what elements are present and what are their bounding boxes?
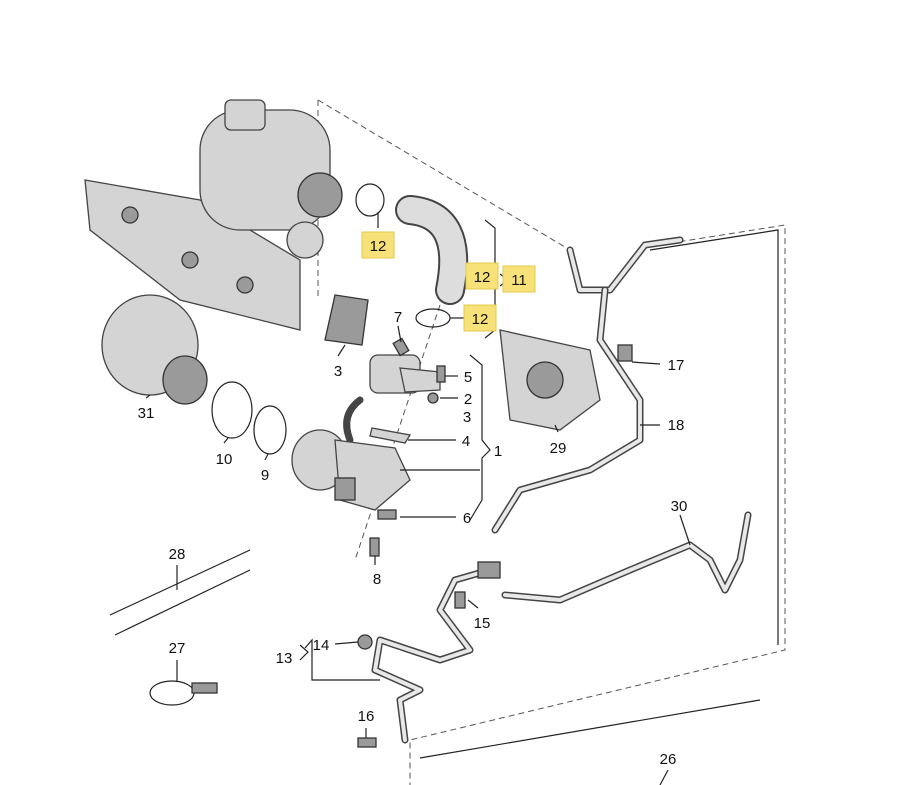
label-9[interactable]: 9 xyxy=(261,467,269,484)
label-11-highlight xyxy=(502,265,536,293)
label-17[interactable]: 17 xyxy=(668,357,685,374)
label-12[interactable]: 12 xyxy=(474,269,491,286)
part-3-filter xyxy=(324,294,369,346)
part-17-clip xyxy=(617,344,633,362)
label-15[interactable]: 15 xyxy=(474,615,491,632)
label-16[interactable]: 16 xyxy=(358,708,375,725)
part-28-cable-ties xyxy=(109,549,251,636)
label-18[interactable]: 18 xyxy=(668,417,685,434)
label-30[interactable]: 30 xyxy=(671,498,688,515)
label-12-highlight xyxy=(361,231,395,259)
label-28[interactable]: 28 xyxy=(169,546,186,563)
label-12-highlight xyxy=(465,262,499,290)
label-3[interactable]: 3 xyxy=(334,363,342,380)
label-27[interactable]: 27 xyxy=(169,640,186,657)
label-12[interactable]: 12 xyxy=(472,311,489,328)
label-8[interactable]: 8 xyxy=(373,571,381,588)
label-7[interactable]: 7 xyxy=(394,309,402,326)
part-27-strap xyxy=(149,680,218,706)
label-1[interactable]: 1 xyxy=(494,443,502,460)
label-26[interactable]: 26 xyxy=(660,751,677,768)
turbocharger xyxy=(84,99,343,331)
label-13[interactable]: 13 xyxy=(276,650,293,667)
part-14-nut xyxy=(357,634,373,650)
part-31-heat-shield xyxy=(101,294,208,405)
label-6[interactable]: 6 xyxy=(463,510,471,527)
pipe-18 xyxy=(491,236,684,534)
part-16-bolt xyxy=(357,737,377,748)
label-14[interactable]: 14 xyxy=(313,637,330,654)
pipe-30 xyxy=(501,511,752,604)
part-10-clamp xyxy=(211,381,253,439)
label-12[interactable]: 12 xyxy=(370,238,387,255)
label-11[interactable]: 11 xyxy=(511,272,527,289)
part-9-seal xyxy=(253,405,287,455)
label-31[interactable]: 31 xyxy=(138,405,155,422)
label-4[interactable]: 4 xyxy=(462,433,470,450)
label-2[interactable]: 2 xyxy=(464,391,472,408)
label-10[interactable]: 10 xyxy=(216,451,233,468)
part-1-housing xyxy=(291,396,412,511)
label-12-highlight xyxy=(463,304,497,332)
label-29[interactable]: 29 xyxy=(550,440,567,457)
bolts xyxy=(369,337,446,557)
part-2-valve xyxy=(369,354,441,404)
label-3[interactable]: 3 xyxy=(463,409,471,426)
label-5[interactable]: 5 xyxy=(464,369,472,386)
part-15-bolt xyxy=(454,591,466,609)
pipe-13 xyxy=(371,561,501,744)
part-29-cover xyxy=(499,329,601,431)
part-11-hose xyxy=(355,183,469,328)
